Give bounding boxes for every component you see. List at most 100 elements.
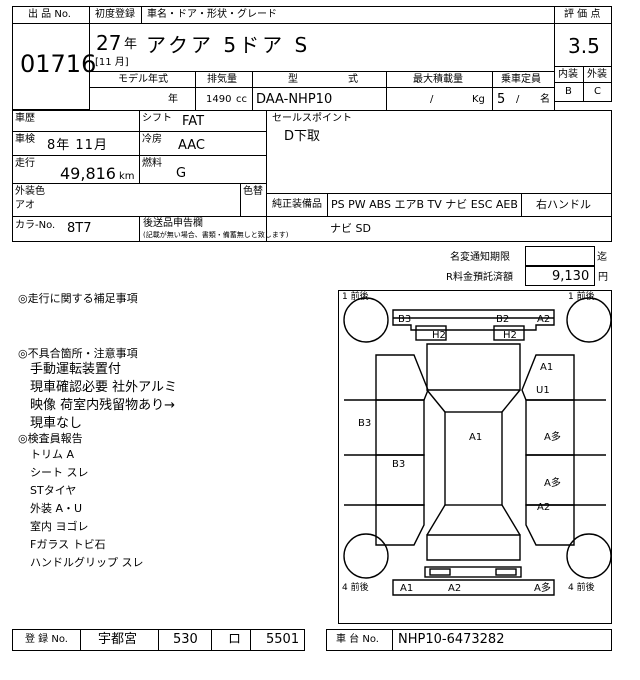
damage-mark: B3: [358, 418, 371, 429]
divider: [158, 629, 159, 651]
left-front-door: [375, 399, 425, 456]
divider: [492, 71, 493, 111]
model-label: 車名・ドア・形状・グレード: [147, 9, 277, 20]
score-label: 評 価 点: [564, 9, 601, 20]
exterior-grade: C: [594, 86, 601, 97]
damage-mark: H2: [503, 330, 517, 341]
defect-line: 映像 荷室内残留物あり→: [30, 398, 176, 413]
lot-label: 出 品 No.: [28, 9, 71, 20]
left-front-fender: [375, 354, 429, 401]
damage-mark: A1: [400, 583, 413, 594]
defects-header: ◎不具合箇所・注意事項: [18, 347, 138, 360]
year-unit: 年: [124, 37, 138, 52]
inspector-line: 外装 A・U: [30, 502, 83, 515]
divider: [240, 183, 241, 216]
exterior-color-value: アオ: [15, 200, 35, 211]
name-change-label: 名変通知期限: [450, 252, 510, 263]
first-reg-month: [11 月]: [95, 57, 129, 68]
first-reg-label: 初度登録: [95, 9, 135, 20]
name-change-unit: 迄: [597, 252, 607, 263]
reg-kana: ロ: [228, 632, 242, 647]
extras-value: ナビ SD: [330, 222, 371, 235]
inspector-line: シート スレ: [30, 466, 89, 479]
max-load-label: 最大積載量: [413, 74, 463, 85]
damage-mark: B3: [398, 314, 411, 325]
inspector-line: トリム A: [30, 448, 75, 461]
damage-mark: B2: [496, 314, 509, 325]
reg-class: 530: [173, 632, 198, 647]
ac-value: AAC: [178, 138, 205, 153]
damage-mark: A多: [534, 581, 551, 594]
divider: [12, 23, 90, 24]
trunk: [426, 534, 521, 561]
sales-point-label: セールスポイント: [272, 113, 352, 124]
damage-mark: A1: [469, 432, 482, 443]
damage-mark: U1: [536, 385, 550, 396]
equipment-value: PS PW ABS エアB TV ナビ ESC AEB: [331, 198, 518, 211]
reg-label: 登 録 No.: [25, 634, 68, 645]
chassis-label: 車 台 No.: [336, 634, 379, 645]
color-no-value: 8T7: [67, 221, 92, 236]
first-reg-year: 27: [96, 31, 122, 55]
max-load-unit: Kg: [472, 94, 485, 105]
equipment-box: [266, 193, 612, 242]
inspection-label: 車検: [15, 134, 35, 145]
damage-mark: A2: [448, 583, 461, 594]
steering-value: 右ハンドル: [536, 198, 591, 211]
type-label-2: 式: [348, 74, 358, 85]
roof: [444, 411, 503, 506]
reg-number: 5501: [266, 632, 300, 647]
model-name: アクア 5ドア S: [146, 33, 311, 57]
color-change-label: 色替: [243, 186, 263, 197]
capacity-sep: /: [516, 94, 520, 105]
mileage-unit: km: [119, 171, 135, 182]
shift-value: FAT: [182, 114, 205, 129]
max-load-value: /: [430, 94, 434, 105]
name-change-box: [525, 246, 595, 266]
divider: [211, 629, 212, 651]
score-value: 3.5: [568, 34, 600, 58]
right-rear-fender: [525, 504, 575, 546]
inspector-line: ハンドルグリップ スレ: [30, 556, 144, 569]
divider: [392, 629, 393, 651]
recycle-label: R料金預託済額: [446, 272, 513, 283]
driving-header: ◎走行に関する補足事項: [18, 292, 138, 305]
tire-front-right: [566, 297, 612, 343]
displacement-value: 1490: [206, 94, 232, 105]
corner-label-tl: 1 前後: [342, 290, 369, 302]
ac-label: 冷房: [142, 134, 162, 145]
left-rear-fender: [375, 504, 425, 546]
interior-label: 内装: [558, 69, 578, 80]
history-label: 車歴: [15, 113, 35, 124]
capacity-value: 5: [497, 92, 506, 107]
car-diagram-frame: [338, 290, 612, 624]
inspector-line: STタイヤ: [30, 484, 77, 497]
divider: [139, 110, 140, 184]
right-front-fender: [521, 354, 575, 401]
corner-label-tr: 1 前後: [568, 290, 595, 302]
model-year-label: モデル年式: [118, 74, 168, 85]
hood: [426, 343, 521, 391]
displacement-label: 排気量: [207, 74, 237, 85]
divider: [554, 23, 612, 24]
divider: [139, 216, 140, 242]
inspector-line: 室内 ヨゴレ: [30, 520, 89, 533]
defect-line: 手動運転装置付: [30, 362, 122, 377]
damage-mark: A多: [544, 430, 561, 443]
aftermarket-label: 後送品申告欄: [143, 218, 203, 229]
fuel-label: 燃料: [142, 158, 162, 169]
tire-rear-left: [343, 533, 389, 579]
divider: [195, 71, 196, 111]
type-label: 型: [288, 74, 298, 85]
exterior-color-label: 外装色: [15, 186, 45, 197]
chassis-number: NHP10-6473282: [398, 632, 505, 647]
chassis-box: [326, 629, 612, 651]
damage-mark: A1: [540, 362, 553, 373]
exterior-label: 外装: [587, 69, 607, 80]
divider: [89, 23, 555, 24]
fuel-value: G: [176, 166, 187, 181]
inspector-header: ◎検査員報告: [18, 432, 83, 445]
damage-mark: A2: [537, 502, 550, 513]
front-bumper: [392, 309, 555, 331]
